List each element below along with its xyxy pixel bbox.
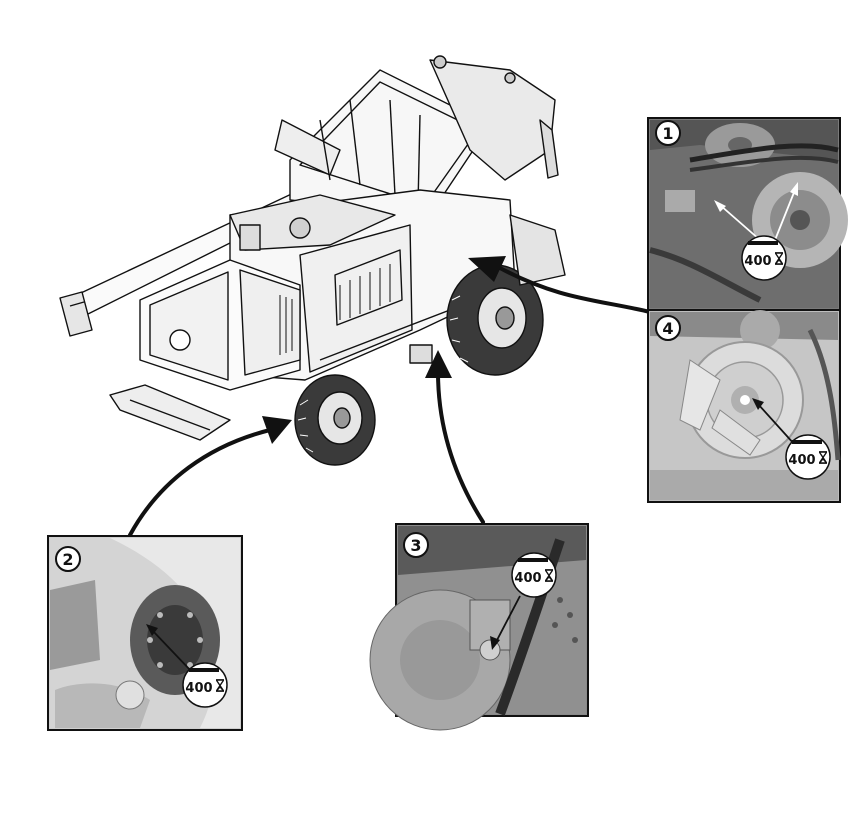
leader-arrows: [128, 266, 652, 537]
rear-wheel: [446, 264, 544, 376]
callout-4-number: 4: [655, 315, 681, 341]
interval-4-value: 400: [788, 453, 815, 468]
arrow-heads: [262, 256, 506, 444]
interval-2-value: 400: [185, 681, 212, 696]
grain-tank: [289, 69, 491, 216]
interval-3-value: 400: [514, 571, 541, 586]
interval-1-value: 400: [744, 254, 771, 269]
arrowhead-3: [425, 350, 452, 378]
callout-1-number: 1: [655, 120, 681, 146]
front-wheel: [294, 374, 376, 466]
callout-4-label: 4: [662, 319, 673, 338]
interval-badge-4: 400: [785, 434, 831, 480]
arrowhead-2: [262, 416, 292, 444]
combine-harvester: [59, 55, 566, 466]
front-platform: [109, 384, 231, 441]
callout-2-number: 2: [55, 546, 81, 572]
callout-3-number: 3: [403, 532, 429, 558]
callout-1-label: 1: [662, 124, 673, 143]
callout-2-label: 2: [62, 550, 73, 569]
interval-badge-1: 400: [741, 235, 787, 281]
arrowhead-1: [468, 256, 506, 282]
arrow-to-callout-1: [498, 266, 652, 314]
inset-photo-3: [369, 523, 589, 731]
arrow-to-callout-2: [128, 428, 272, 537]
callout-3-label: 3: [410, 536, 421, 555]
inset-photo-1: [647, 117, 848, 311]
interval-badge-2: 400: [182, 662, 228, 708]
interval-badge-3: 400: [511, 552, 557, 598]
arrow-to-callout-3: [436, 370, 485, 524]
